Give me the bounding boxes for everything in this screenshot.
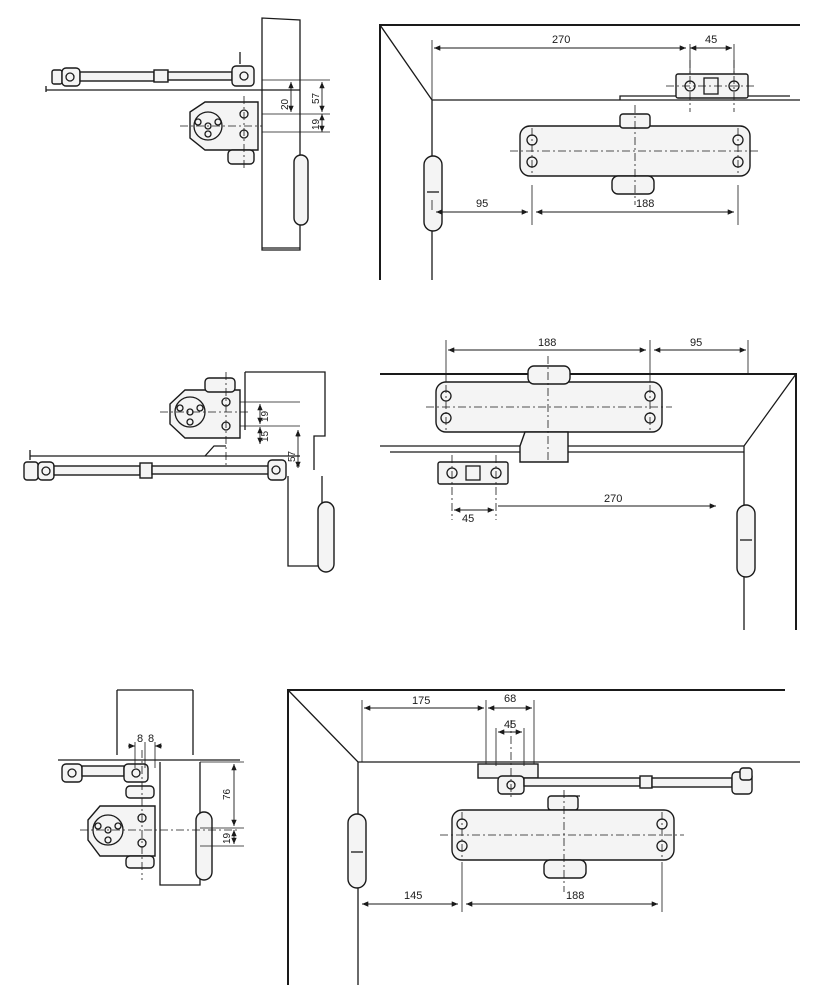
door-frame <box>261 17 301 251</box>
door-frame <box>159 762 201 886</box>
hinge <box>317 501 335 573</box>
dim-label-188: 188 <box>636 198 654 210</box>
diagram-1-front-view: 270 45 95 188 <box>379 24 800 280</box>
dim-label-45: 45 <box>504 719 516 731</box>
dim-label-15: 15 <box>260 430 271 442</box>
dim-label-8a: 8 <box>137 733 143 745</box>
diagram-2-front-view: 188 95 45 270 <box>380 337 797 630</box>
hinge <box>347 813 367 889</box>
hinge <box>293 154 309 226</box>
dim-label-20: 20 <box>280 98 291 110</box>
dim-label-270: 270 <box>604 493 622 505</box>
dim-label-95: 95 <box>690 337 702 349</box>
arm-bracket <box>666 60 756 112</box>
arm-assembly <box>23 445 300 481</box>
closer-body <box>426 356 672 463</box>
dim-label-19: 19 <box>222 832 233 844</box>
closer-body <box>80 750 240 880</box>
dim-label-76: 76 <box>222 788 233 800</box>
diagram-3-front-view: 175 68 45 145 188 <box>287 689 800 985</box>
diagram-2-side-view: 19 15 57 <box>23 371 335 573</box>
arm-assembly <box>58 759 240 783</box>
door-frame <box>287 476 323 567</box>
dim-label-57: 57 <box>287 450 298 462</box>
diagram-1-side-view: 57 20 19 <box>45 17 330 251</box>
dim-label-95: 95 <box>476 198 488 210</box>
dim-label-19: 19 <box>260 410 271 422</box>
dim-label-188: 188 <box>538 337 556 349</box>
dim-label-19: 19 <box>311 118 322 130</box>
closer-body <box>180 96 262 170</box>
dim-label-57: 57 <box>311 92 322 104</box>
arm-bracket <box>437 455 509 520</box>
dim-label-188: 188 <box>566 890 584 902</box>
arm-assembly <box>477 763 753 807</box>
dim-label-8b: 8 <box>148 733 154 745</box>
closer-body <box>440 790 684 892</box>
arm-assembly <box>45 52 300 92</box>
dim-label-145: 145 <box>404 890 422 902</box>
dim-label-45: 45 <box>705 34 717 46</box>
closer-body <box>160 372 250 470</box>
dim-label-68: 68 <box>504 693 516 705</box>
dim-label-175: 175 <box>412 695 430 707</box>
closer-body <box>510 105 760 205</box>
hinge <box>423 155 443 232</box>
diagram-3-side-view: 8 8 76 19 <box>58 689 244 886</box>
dim-label-270: 270 <box>552 34 570 46</box>
hinge <box>736 504 756 578</box>
dim-label-45: 45 <box>462 513 474 525</box>
